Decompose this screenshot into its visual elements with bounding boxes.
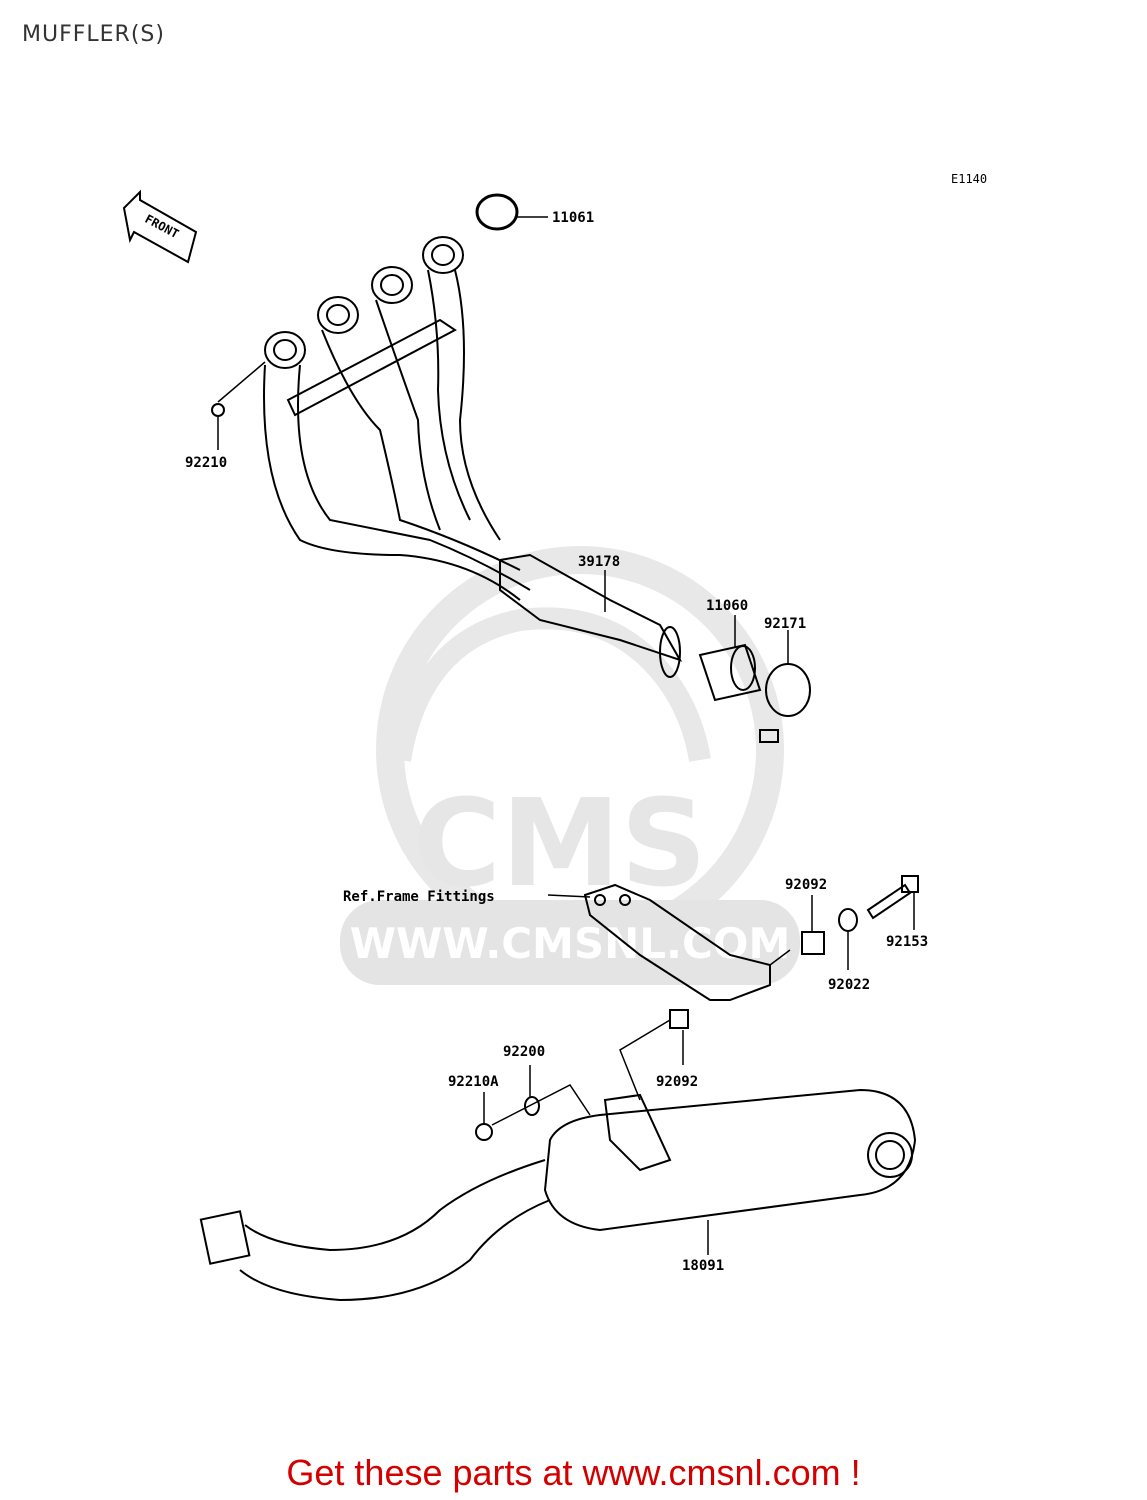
label-18091: 18091 [682, 1258, 724, 1274]
label-92092-top: 92092 [785, 877, 827, 893]
damper-92092-top [801, 931, 825, 955]
label-92153: 92153 [886, 934, 928, 950]
front-arrow-icon: FRONT [122, 189, 198, 264]
label-92022: 92022 [828, 977, 870, 993]
washer-92022 [838, 908, 858, 932]
label-92200: 92200 [503, 1044, 545, 1060]
label-ref-frame: Ref.Frame Fittings [343, 889, 495, 905]
label-92210A: 92210A [448, 1074, 499, 1090]
label-39178: 39178 [578, 554, 620, 570]
nut-92210A [475, 1123, 493, 1141]
frame-bracket [583, 883, 771, 1001]
diagram-code: E1140 [951, 172, 988, 186]
damper-92092-bottom [669, 1009, 689, 1029]
exhaust-header [263, 236, 683, 678]
watermark-url: WWW.CMSNL.COM [350, 919, 791, 968]
label-11060: 11060 [706, 598, 748, 614]
gasket-11060 [698, 643, 762, 702]
muffler-18091 [199, 1088, 917, 1302]
gasket-11061 [475, 193, 519, 231]
washer-92200 [524, 1096, 540, 1116]
label-92171: 92171 [764, 616, 806, 632]
label-11061: 11061 [552, 210, 594, 226]
label-92092-bottom: 92092 [656, 1074, 698, 1090]
footer-link[interactable]: Get these parts at www.cmsnl.com ! [286, 1452, 861, 1493]
nut-92210 [211, 403, 225, 417]
bolt-92153 [866, 875, 919, 920]
page-title: MUFFLER(S) [22, 22, 165, 47]
leader-lines [217, 216, 915, 1255]
label-92210: 92210 [185, 455, 227, 471]
watermark-logo: CMS [413, 775, 707, 914]
watermark: CMS WWW.CMSNL.COM [340, 546, 800, 985]
